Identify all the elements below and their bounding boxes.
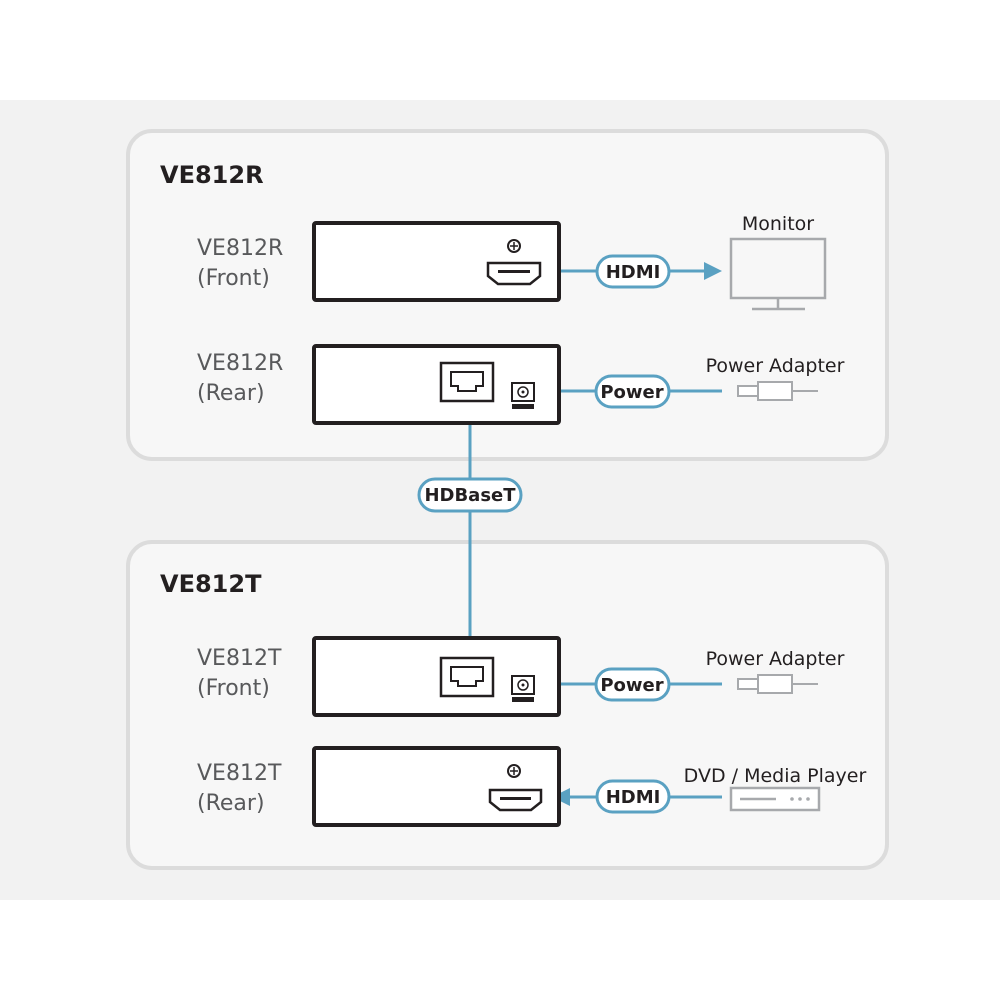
- rj45-port-icon: [439, 361, 495, 403]
- transmitter-front-label-side: (Front): [197, 676, 270, 701]
- power-adapter-receiver-label: Power Adapter: [706, 355, 845, 377]
- power-adapter-receiver-device: Power Adapter: [706, 355, 845, 401]
- transmitter-panel-title: VE812T: [160, 570, 262, 598]
- hdbaset-label-text: HDBaseT: [424, 485, 516, 506]
- hdbaset-cable-label: HDBaseT: [417, 477, 523, 513]
- hdmi-out-arrowhead: [704, 262, 722, 280]
- media-player-label: DVD / Media Player: [684, 765, 867, 787]
- power-adapter-transmitter-label: Power Adapter: [706, 648, 845, 670]
- power-transmitter-label-text: Power: [600, 675, 663, 696]
- monitor-icon: [729, 237, 827, 311]
- dc-power-port-icon: [511, 382, 535, 409]
- transmitter-rear-chassis: [312, 746, 561, 827]
- transmitter-rear-label: VE812T (Rear): [197, 761, 282, 816]
- screw-icon: [507, 239, 521, 253]
- receiver-rear-chassis: [312, 344, 561, 425]
- transmitter-front-label: VE812T (Front): [197, 646, 282, 701]
- receiver-front-label-model: VE812R: [197, 236, 283, 261]
- power-transmitter-cable-label: Power: [594, 667, 671, 702]
- receiver-front-chassis: [312, 221, 561, 302]
- receiver-front-label: VE812R (Front): [197, 236, 283, 291]
- hdmi-port-icon: [486, 261, 542, 286]
- receiver-panel-title: VE812R: [160, 161, 264, 189]
- hdmi-in-label-text: HDMI: [606, 787, 661, 808]
- hdmi-out-label-text: HDMI: [606, 262, 661, 283]
- screw-icon: [507, 764, 521, 778]
- power-plug-icon: [737, 381, 818, 401]
- media-player-device: DVD / Media Player: [684, 765, 867, 812]
- receiver-rear-device: [312, 344, 561, 425]
- transmitter-front-device: [312, 636, 561, 717]
- receiver-front-label-side: (Front): [197, 266, 270, 291]
- monitor-device: Monitor: [729, 213, 827, 311]
- monitor-label: Monitor: [742, 213, 814, 235]
- rj45-port-icon: [439, 656, 495, 698]
- hdmi-out-cable-label: HDMI: [595, 254, 671, 289]
- cables: [468, 269, 722, 799]
- power-receiver-cable-label: Power: [594, 374, 671, 409]
- power-plug-icon: [737, 674, 818, 694]
- transmitter-rear-label-side: (Rear): [197, 791, 265, 816]
- transmitter-front-label-model: VE812T: [197, 646, 282, 671]
- receiver-rear-label-side: (Rear): [197, 381, 265, 406]
- transmitter-front-chassis: [312, 636, 561, 717]
- receiver-front-device: [312, 221, 561, 302]
- receiver-rear-label: VE812R (Rear): [197, 351, 283, 406]
- receiver-rear-label-model: VE812R: [197, 351, 283, 376]
- media-player-icon: [729, 786, 821, 812]
- transmitter-rear-label-model: VE812T: [197, 761, 282, 786]
- transmitter-rear-device: [312, 746, 561, 827]
- hdmi-in-cable-label: HDMI: [595, 779, 671, 814]
- power-adapter-transmitter-device: Power Adapter: [706, 648, 845, 694]
- hdmi-port-icon: [488, 788, 543, 812]
- power-receiver-label-text: Power: [600, 382, 663, 403]
- dc-power-port-icon: [511, 675, 535, 702]
